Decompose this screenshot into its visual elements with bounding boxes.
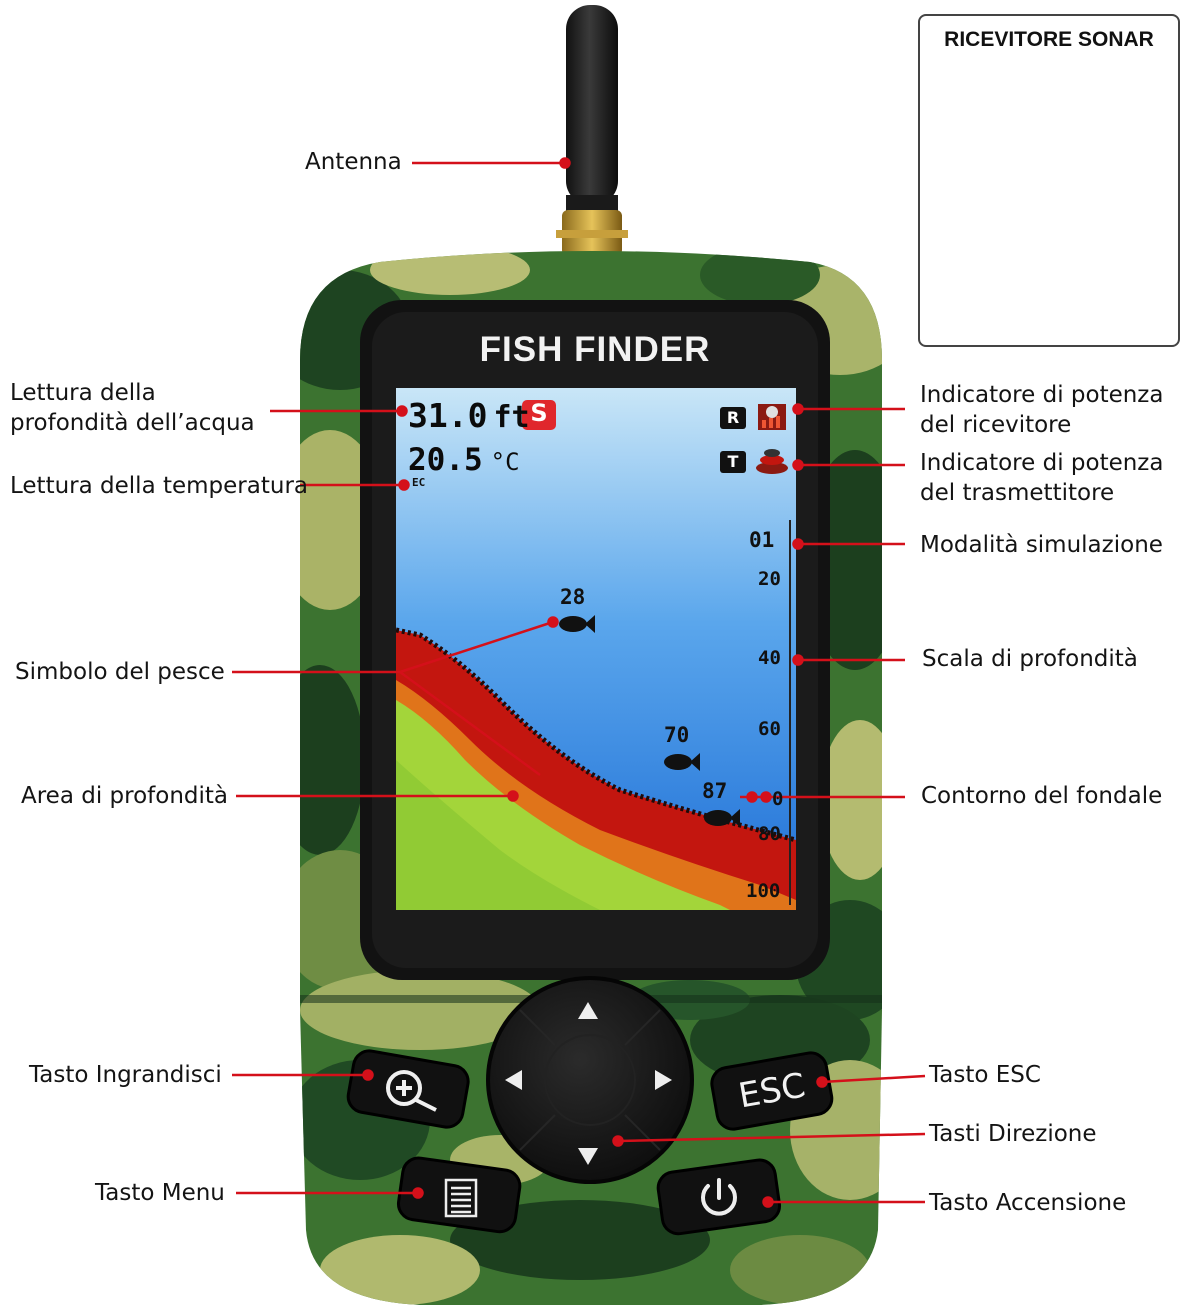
depth-value: 31.0	[408, 396, 488, 435]
fish-depth-label: 28	[560, 585, 586, 609]
zoom-button[interactable]	[352, 1058, 466, 1120]
callout-zoom-key: Tasto Ingrandisci	[29, 1062, 222, 1088]
fish-depth-label: 87	[702, 779, 728, 803]
fish-icon	[559, 615, 595, 633]
callout-depth-scale: Scala di profondità	[922, 646, 1138, 672]
fish-depth-label: 70	[664, 723, 690, 747]
transmitter-badge-bg	[720, 451, 746, 473]
callout-transmitter-power-line1: Indicatore di potenza	[920, 450, 1164, 476]
depth-scale-tick: 0	[772, 788, 784, 810]
callout-menu-key: Tasto Menu	[95, 1180, 225, 1206]
depth-scale-tick: 100	[746, 880, 781, 902]
arrow-up-icon	[578, 1002, 598, 1019]
callout-simulation-mode: Modalità simulazione	[920, 532, 1163, 558]
transmitter-signal-icon	[756, 449, 788, 474]
depth-unit: ft	[493, 400, 530, 435]
callout-water-depth-line1: Lettura della	[10, 380, 156, 406]
esc-button-label: ESC	[735, 1065, 809, 1117]
callout-receiver-power-line2: del ricevitore	[920, 412, 1072, 438]
brand-label: FISH FINDER	[479, 330, 711, 369]
depth-scale-tick: 40	[758, 647, 781, 669]
receiver-signal-icon	[758, 404, 786, 430]
callout-antenna: Antenna	[305, 149, 402, 175]
arrow-right-icon	[655, 1070, 672, 1090]
receiver-badge: R	[726, 408, 740, 427]
mode-badge: S	[530, 399, 548, 427]
power-button[interactable]	[660, 1166, 778, 1228]
callout-transmitter-power-line2: del trasmettitore	[920, 480, 1115, 506]
mode-badge-bg	[522, 400, 556, 430]
callout-depth-area: Area di profondità	[21, 783, 229, 809]
menu-list-icon	[444, 1178, 478, 1218]
callout-power-key: Tasto Accensione	[929, 1190, 1127, 1216]
fish-icon	[704, 809, 740, 827]
control-panel	[346, 976, 834, 1236]
depth-scale-tick: 60	[758, 718, 781, 740]
power-icon	[701, 1178, 737, 1216]
direction-pad[interactable]	[488, 978, 692, 1182]
antenna-rod	[566, 5, 618, 205]
callout-temperature: Lettura della temperatura	[10, 473, 308, 499]
temperature-value: 20.5	[408, 442, 483, 478]
fish-icon	[664, 753, 700, 771]
temperature-unit: °C	[490, 448, 520, 476]
callout-bottom-contour: Contorno del fondale	[921, 783, 1163, 809]
inset-title: RICEVITORE SONAR	[944, 28, 1154, 51]
callout-lines	[232, 157, 926, 1208]
receiver-badge-bg	[720, 407, 746, 429]
arrow-left-icon	[505, 1070, 522, 1090]
depth-scale-tick: 20	[758, 568, 781, 590]
small-status-label: EC	[412, 476, 426, 489]
lcd-screen	[396, 388, 796, 910]
menu-button[interactable]	[400, 1164, 518, 1226]
callout-direction-keys: Tasti Direzione	[929, 1121, 1097, 1147]
transmitter-badge: T	[727, 452, 739, 471]
sonar-receiver-inset: RICEVITORE SONAR	[918, 14, 1180, 347]
arrow-down-icon	[578, 1148, 598, 1165]
zoom-in-icon	[386, 1070, 437, 1112]
temperature-readout: 20.5°C	[408, 442, 520, 478]
callout-fish-symbol: Simbolo del pesce	[15, 659, 225, 685]
callout-esc-key: Tasto ESC	[929, 1062, 1041, 1088]
depth-scale-tick: 80	[758, 823, 781, 845]
callout-receiver-power-line1: Indicatore di potenza	[920, 382, 1164, 408]
simulation-label: 01	[749, 528, 775, 552]
callout-water-depth-line2: profondità dell’acqua	[10, 410, 255, 436]
